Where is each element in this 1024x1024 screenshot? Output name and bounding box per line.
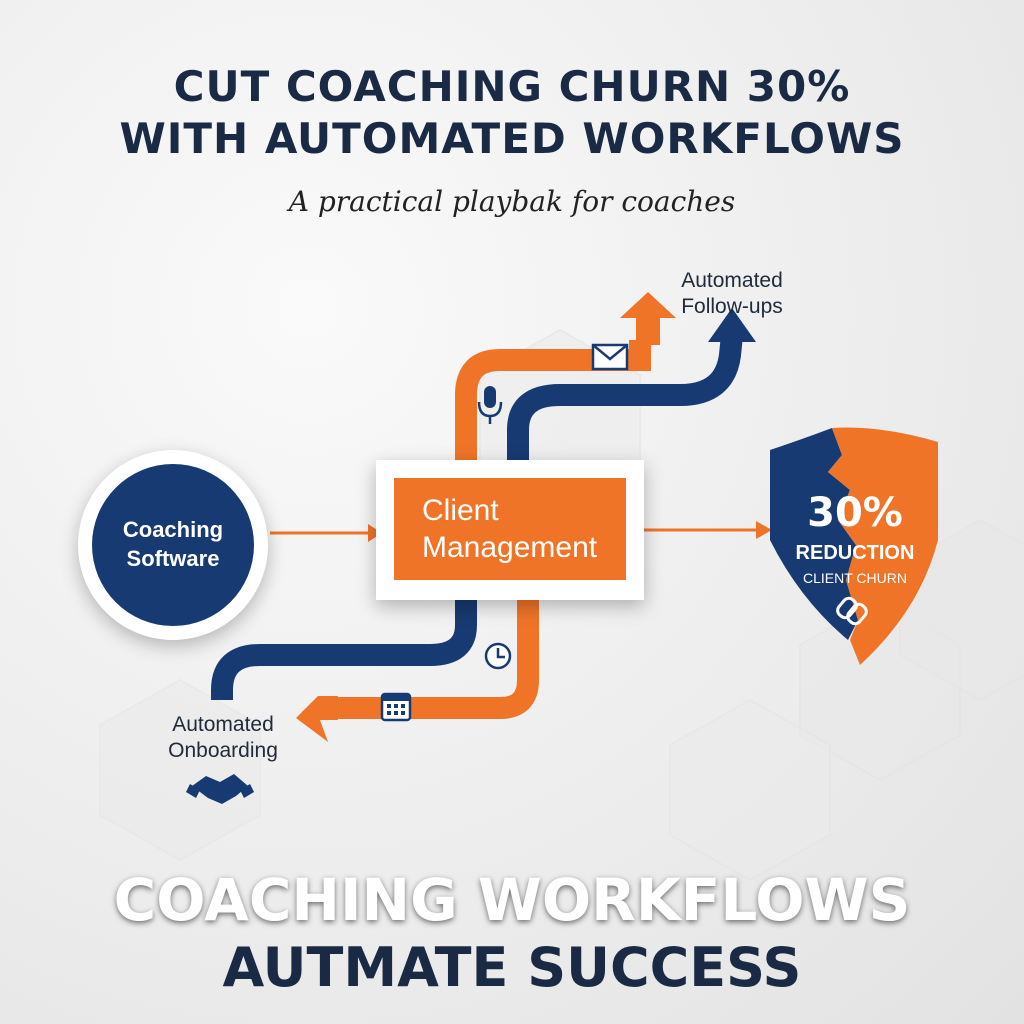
software-line-2: Software [126, 546, 220, 571]
followups-line-1: Automated [681, 269, 783, 292]
result-reduction: REDUCTION [795, 542, 915, 564]
onboarding-line-1: Automated [172, 713, 274, 736]
footer-line-1: COACHING WORKFLOWS [113, 866, 911, 934]
title-line-1: CUT COACHING CHURN 30% [173, 62, 851, 111]
chain-link-icon [836, 596, 868, 626]
coaching-software-node: Coaching Software [78, 450, 268, 640]
cm-line-2: Management [422, 531, 598, 564]
software-line-1: Coaching [122, 517, 224, 543]
title-line-2: WITH AUTOMATED WORKFLOWS [119, 114, 905, 163]
followups-label: Automated Follow-ups [662, 268, 802, 321]
client-management-node: Client Management [376, 460, 644, 600]
clock-icon [484, 642, 512, 670]
orange-upper-path [455, 340, 651, 462]
subtitle: A practical playbak for coaches [288, 185, 736, 218]
result-percent: 30% [807, 490, 903, 536]
followups-line-2: Follow-ups [681, 295, 783, 319]
microphone-icon [477, 386, 503, 424]
orange-lower-path [330, 598, 539, 719]
envelope-icon [591, 343, 629, 371]
calendar-icon [380, 692, 412, 722]
handshake-icon [186, 774, 254, 804]
onboarding-line-2: Onboarding [168, 739, 278, 763]
shield-navy-half [770, 428, 858, 640]
cm-line-1: Client [422, 493, 499, 527]
navy-upper-arrowhead [708, 308, 756, 342]
navy-upper-path [507, 333, 743, 462]
onboarding-label: Automated Onboarding [148, 712, 298, 765]
navy-lower-path [211, 598, 477, 700]
footer-line-2: AUTMATE SUCCESS [222, 936, 802, 999]
result-metric: CLIENT CHURN [803, 570, 907, 586]
